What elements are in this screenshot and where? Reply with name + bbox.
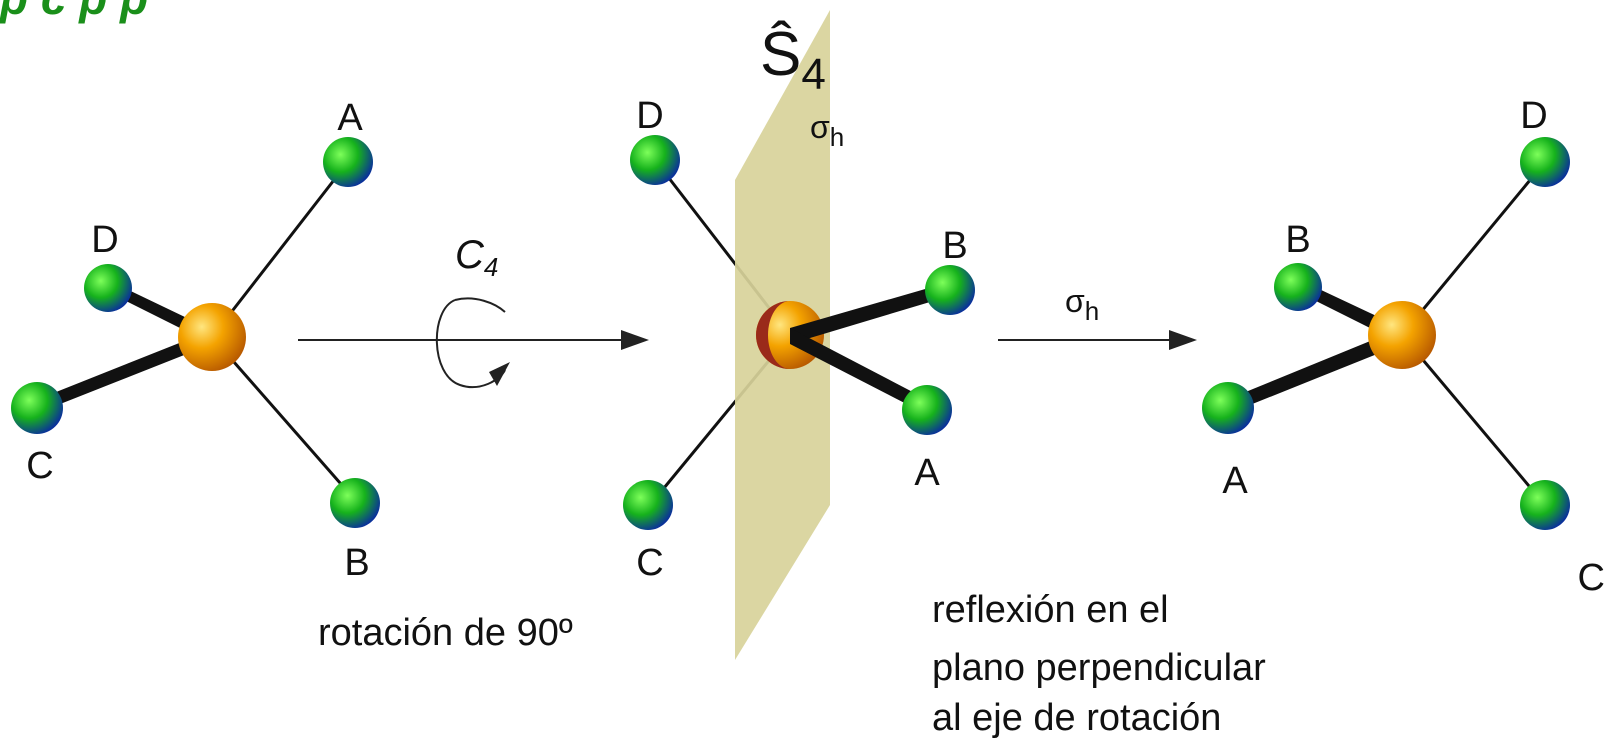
ligand-2-a (902, 385, 952, 435)
sigma-h-symbol: σh (1065, 283, 1099, 326)
ligand-2-b (925, 265, 975, 315)
molecule-1: A B C D (11, 97, 380, 584)
label-3-c: C (1578, 557, 1605, 599)
ligand-1-c (11, 382, 63, 434)
rotation-icon-top (454, 297, 506, 313)
molecule-3: D C A B (1202, 95, 1605, 599)
label-2-a: A (914, 452, 940, 494)
c4-symbol: C4 (455, 233, 498, 282)
label-2-c: C (636, 542, 663, 584)
label-3-d: D (1520, 95, 1547, 137)
center-atom-1 (178, 303, 246, 371)
bond-1-b (210, 336, 357, 501)
ligand-3-c (1520, 480, 1570, 530)
ligand-1-d (84, 264, 132, 312)
center-atom-3 (1368, 301, 1436, 369)
ligand-3-d (1520, 137, 1570, 187)
ligand-2-d (630, 135, 680, 185)
ligand-3-b (1274, 263, 1322, 311)
rotation-arrowhead-icon (489, 362, 510, 386)
reflection-step: σh reflexión en el plano perpendicular a… (932, 283, 1266, 739)
label-3-a: A (1222, 460, 1248, 502)
rotation-caption: rotación de 90º (318, 612, 573, 654)
ligand-1-a (323, 137, 373, 187)
center-atom-2-shadow (756, 301, 790, 369)
label-2-b: B (942, 225, 967, 267)
label-1-b: B (344, 542, 369, 584)
rotation-icon (435, 299, 506, 389)
label-2-d: D (636, 95, 663, 137)
ligand-3-a (1202, 382, 1254, 434)
ligand-1-b (330, 478, 380, 528)
bond-1-a (210, 161, 350, 338)
bond-3-d (1400, 161, 1547, 336)
bond-1-c (36, 330, 212, 412)
ligand-2-c (623, 480, 673, 530)
label-1-a: A (337, 97, 363, 139)
reflection-caption-line-1: reflexión en el (932, 589, 1169, 631)
title-fragment: p c p p (0, 0, 148, 24)
bond-3-a (1226, 328, 1402, 413)
molecule-2: D C B A Ŝ4 σh (623, 10, 975, 660)
reflection-caption-line-3: al eje de rotación (932, 697, 1221, 739)
label-3-b: B (1285, 219, 1310, 261)
bond-2-a (790, 328, 928, 412)
bond-2-b (790, 283, 950, 344)
bond-3-c (1400, 334, 1547, 506)
s4-symbol: Ŝ4 (760, 20, 826, 99)
reflection-caption-line-2: plano perpendicular (932, 647, 1266, 689)
label-1-c: C (26, 445, 53, 487)
plane-sigma-label: σh (810, 109, 844, 152)
rotation-step: C4 rotación de 90º (298, 233, 649, 654)
label-1-d: D (91, 219, 118, 261)
